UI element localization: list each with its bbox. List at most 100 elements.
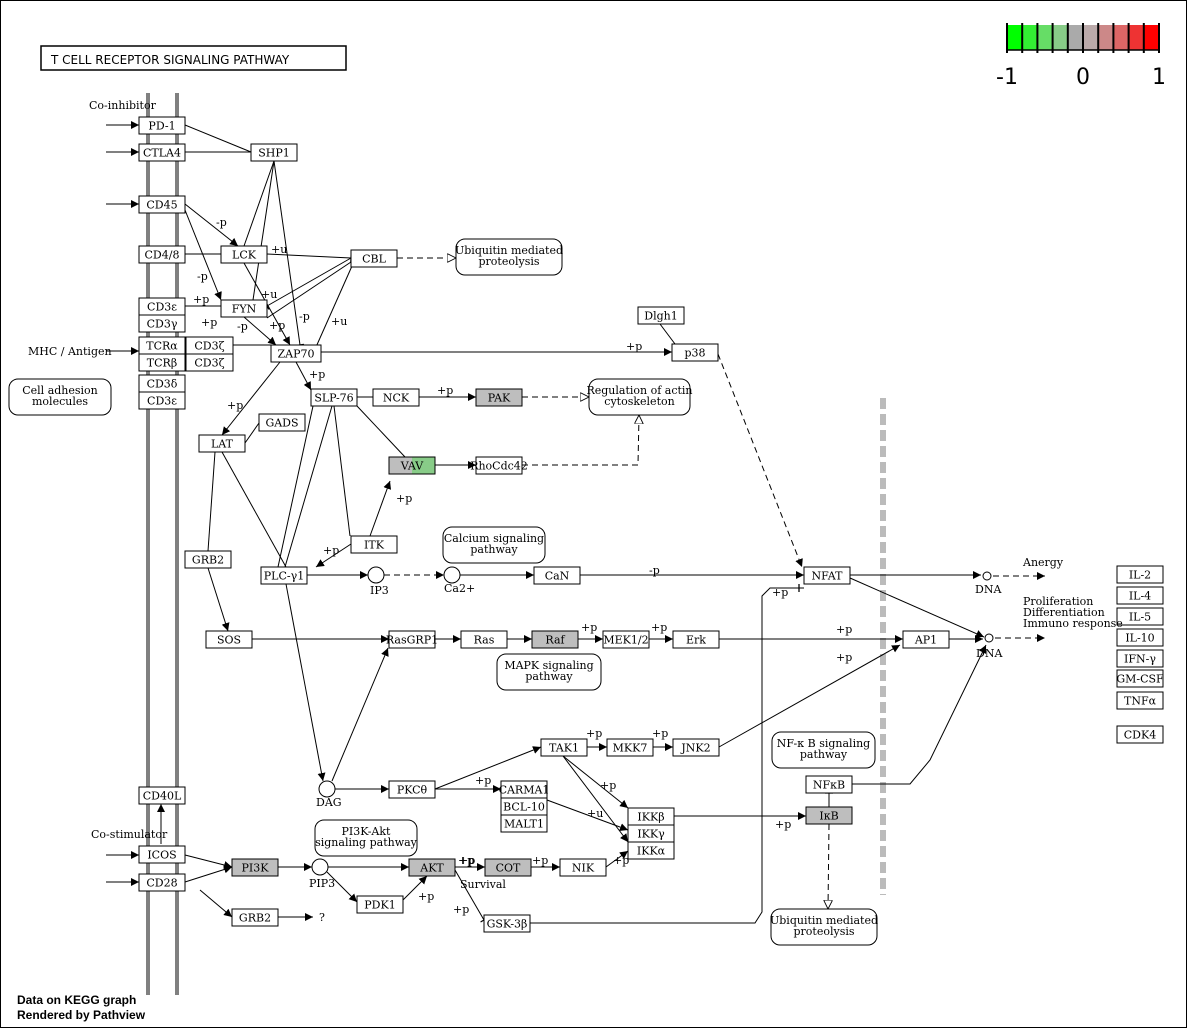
gene-node-dlgh1[interactable]: Dlgh1 bbox=[637, 306, 685, 325]
gene-node-ctla4[interactable]: CTLA4 bbox=[138, 143, 186, 162]
legend-tick-label: -1 bbox=[996, 65, 1018, 90]
gene-node-can[interactable]: CaN bbox=[533, 566, 581, 585]
gene-node-cd28[interactable]: CD28 bbox=[138, 873, 186, 892]
compound-pip3[interactable]: PIP3 bbox=[309, 858, 335, 890]
edge-label: +p bbox=[458, 854, 474, 867]
gene-node-nfat[interactable]: NFAT bbox=[803, 566, 851, 585]
gene-node-pdk1[interactable]: PDK1 bbox=[356, 895, 404, 914]
gene-node-erk[interactable]: Erk bbox=[672, 630, 720, 649]
gene-node-cd3z2[interactable]: CD3ζ bbox=[185, 353, 234, 372]
edge bbox=[659, 323, 676, 345]
gene-node-cd3d[interactable]: CD3δ bbox=[138, 374, 186, 393]
gene-node-cd3z1[interactable]: CD3ζ bbox=[185, 336, 234, 355]
gene-node-cot[interactable]: COT bbox=[484, 858, 532, 877]
gene-node-rhocdc42[interactable]: RhoCdc42 bbox=[470, 456, 528, 475]
gene-node-bcl10[interactable]: BCL-10 bbox=[500, 797, 548, 816]
gene-node-ifng[interactable]: IFN-γ bbox=[1116, 649, 1164, 668]
gene-node-tcrb[interactable]: TCRβ bbox=[138, 353, 186, 372]
gene-node-tnfa[interactable]: TNFα bbox=[1116, 691, 1164, 710]
gene-node-gsk3b[interactable]: GSK-3β bbox=[483, 914, 531, 933]
gene-node-slp76[interactable]: SLP-76 bbox=[310, 388, 358, 407]
gene-node-cd40l[interactable]: CD40L bbox=[138, 786, 186, 805]
gene-node-gads[interactable]: GADS bbox=[258, 413, 306, 432]
gene-label: CD3ε bbox=[147, 301, 177, 314]
gene-box-outline bbox=[388, 456, 436, 475]
gene-node-nik[interactable]: NIK bbox=[559, 858, 607, 877]
gene-node-ikkb[interactable]: IKKβ bbox=[627, 807, 675, 826]
gene-node-gmcsf[interactable]: GM-CSF bbox=[1116, 669, 1164, 688]
gene-node-tcra[interactable]: TCRα bbox=[138, 336, 186, 355]
gene-node-tak1[interactable]: TAK1 bbox=[540, 738, 588, 757]
gene-node-malt1[interactable]: MALT1 bbox=[500, 814, 548, 833]
gene-node-cd3e1[interactable]: CD3ε bbox=[138, 297, 186, 316]
gene-box bbox=[388, 630, 436, 649]
gene-label: PD-1 bbox=[148, 120, 175, 133]
gene-node-cd48[interactable]: CD4/8 bbox=[138, 245, 186, 264]
gene-node-p38[interactable]: p38 bbox=[671, 343, 719, 362]
compound-dna1[interactable]: DNA bbox=[975, 571, 1002, 596]
gene-node-sos[interactable]: SOS bbox=[205, 630, 253, 649]
gene-node-il10[interactable]: IL-10 bbox=[1116, 628, 1164, 647]
label-diff: Differentiation bbox=[1023, 606, 1105, 619]
gene-node-nck[interactable]: NCK bbox=[372, 388, 420, 407]
gene-node-fyn[interactable]: FYN bbox=[220, 299, 268, 318]
gene-box bbox=[460, 630, 508, 649]
compound-dna2[interactable]: DNA bbox=[976, 633, 1003, 660]
gene-node-ikka[interactable]: IKKα bbox=[627, 841, 675, 860]
gene-node-itk[interactable]: ITK bbox=[350, 535, 398, 554]
edge bbox=[252, 160, 275, 301]
gene-node-pak[interactable]: PAK bbox=[475, 388, 523, 407]
compound-ip3[interactable]: IP3 bbox=[367, 566, 389, 597]
gene-node-cdk4[interactable]: CDK4 bbox=[1116, 725, 1164, 744]
gene-node-cbl[interactable]: CBL bbox=[350, 249, 398, 268]
gene-node-ikb[interactable]: IκB bbox=[805, 806, 853, 825]
edge bbox=[356, 405, 406, 458]
gene-node-vav[interactable]: VAV bbox=[388, 456, 436, 475]
gene-node-pd1[interactable]: PD-1 bbox=[138, 116, 186, 135]
compound-ca[interactable]: Ca2+ bbox=[443, 566, 475, 595]
gene-node-ikkg[interactable]: IKKγ bbox=[627, 824, 675, 843]
gene-node-grb2a[interactable]: GRB2 bbox=[184, 550, 232, 569]
gene-node-grb2b[interactable]: GRB2 bbox=[231, 908, 279, 927]
gene-node-pkct[interactable]: PKCθ bbox=[388, 780, 436, 799]
legend-swatch bbox=[1022, 25, 1038, 50]
gene-node-akt[interactable]: AKT bbox=[408, 858, 456, 877]
gene-node-cd3g[interactable]: CD3γ bbox=[138, 314, 186, 333]
gene-node-lat[interactable]: LAT bbox=[198, 434, 246, 453]
gene-node-zap70[interactable]: ZAP70 bbox=[270, 344, 322, 363]
gene-node-icos[interactable]: ICOS bbox=[138, 845, 186, 864]
gene-node-il4[interactable]: IL-4 bbox=[1116, 586, 1164, 605]
gene-node-il5[interactable]: IL-5 bbox=[1116, 607, 1164, 626]
gene-box bbox=[356, 895, 404, 914]
gene-node-raf[interactable]: Raf bbox=[531, 630, 579, 649]
gene-node-il2[interactable]: IL-2 bbox=[1116, 565, 1164, 584]
gene-node-cd45[interactable]: CD45 bbox=[138, 195, 186, 214]
gene-node-mkk7[interactable]: MKK7 bbox=[606, 738, 654, 757]
legend-tick-label: 1 bbox=[1152, 65, 1166, 90]
gene-node-shp1[interactable]: SHP1 bbox=[250, 143, 298, 162]
edge bbox=[454, 869, 488, 923]
gene-node-mek12[interactable]: MEK1/2 bbox=[602, 630, 650, 649]
gene-node-pi3k[interactable]: PI3K bbox=[231, 858, 279, 877]
gene-node-jnk2[interactable]: JNK2 bbox=[672, 738, 720, 757]
gene-node-ap1[interactable]: AP1 bbox=[902, 630, 950, 649]
gene-node-nfkb[interactable]: NFκB bbox=[805, 775, 853, 794]
gene-node-ras[interactable]: Ras bbox=[460, 630, 508, 649]
gene-node-lck[interactable]: LCK bbox=[220, 245, 268, 264]
gene-box bbox=[671, 343, 719, 362]
edge-label: -p bbox=[649, 564, 660, 577]
gene-label: CD45 bbox=[146, 199, 177, 212]
gene-node-plcg1[interactable]: PLC-γ1 bbox=[260, 566, 308, 585]
gene-node-carma1[interactable]: CARMA1 bbox=[499, 780, 550, 799]
gene-node-rasgrp1[interactable]: RasGRP1 bbox=[386, 630, 438, 649]
gene-node-cd3e2[interactable]: CD3ε bbox=[138, 391, 186, 410]
compound-dag[interactable]: DAG bbox=[316, 780, 342, 809]
